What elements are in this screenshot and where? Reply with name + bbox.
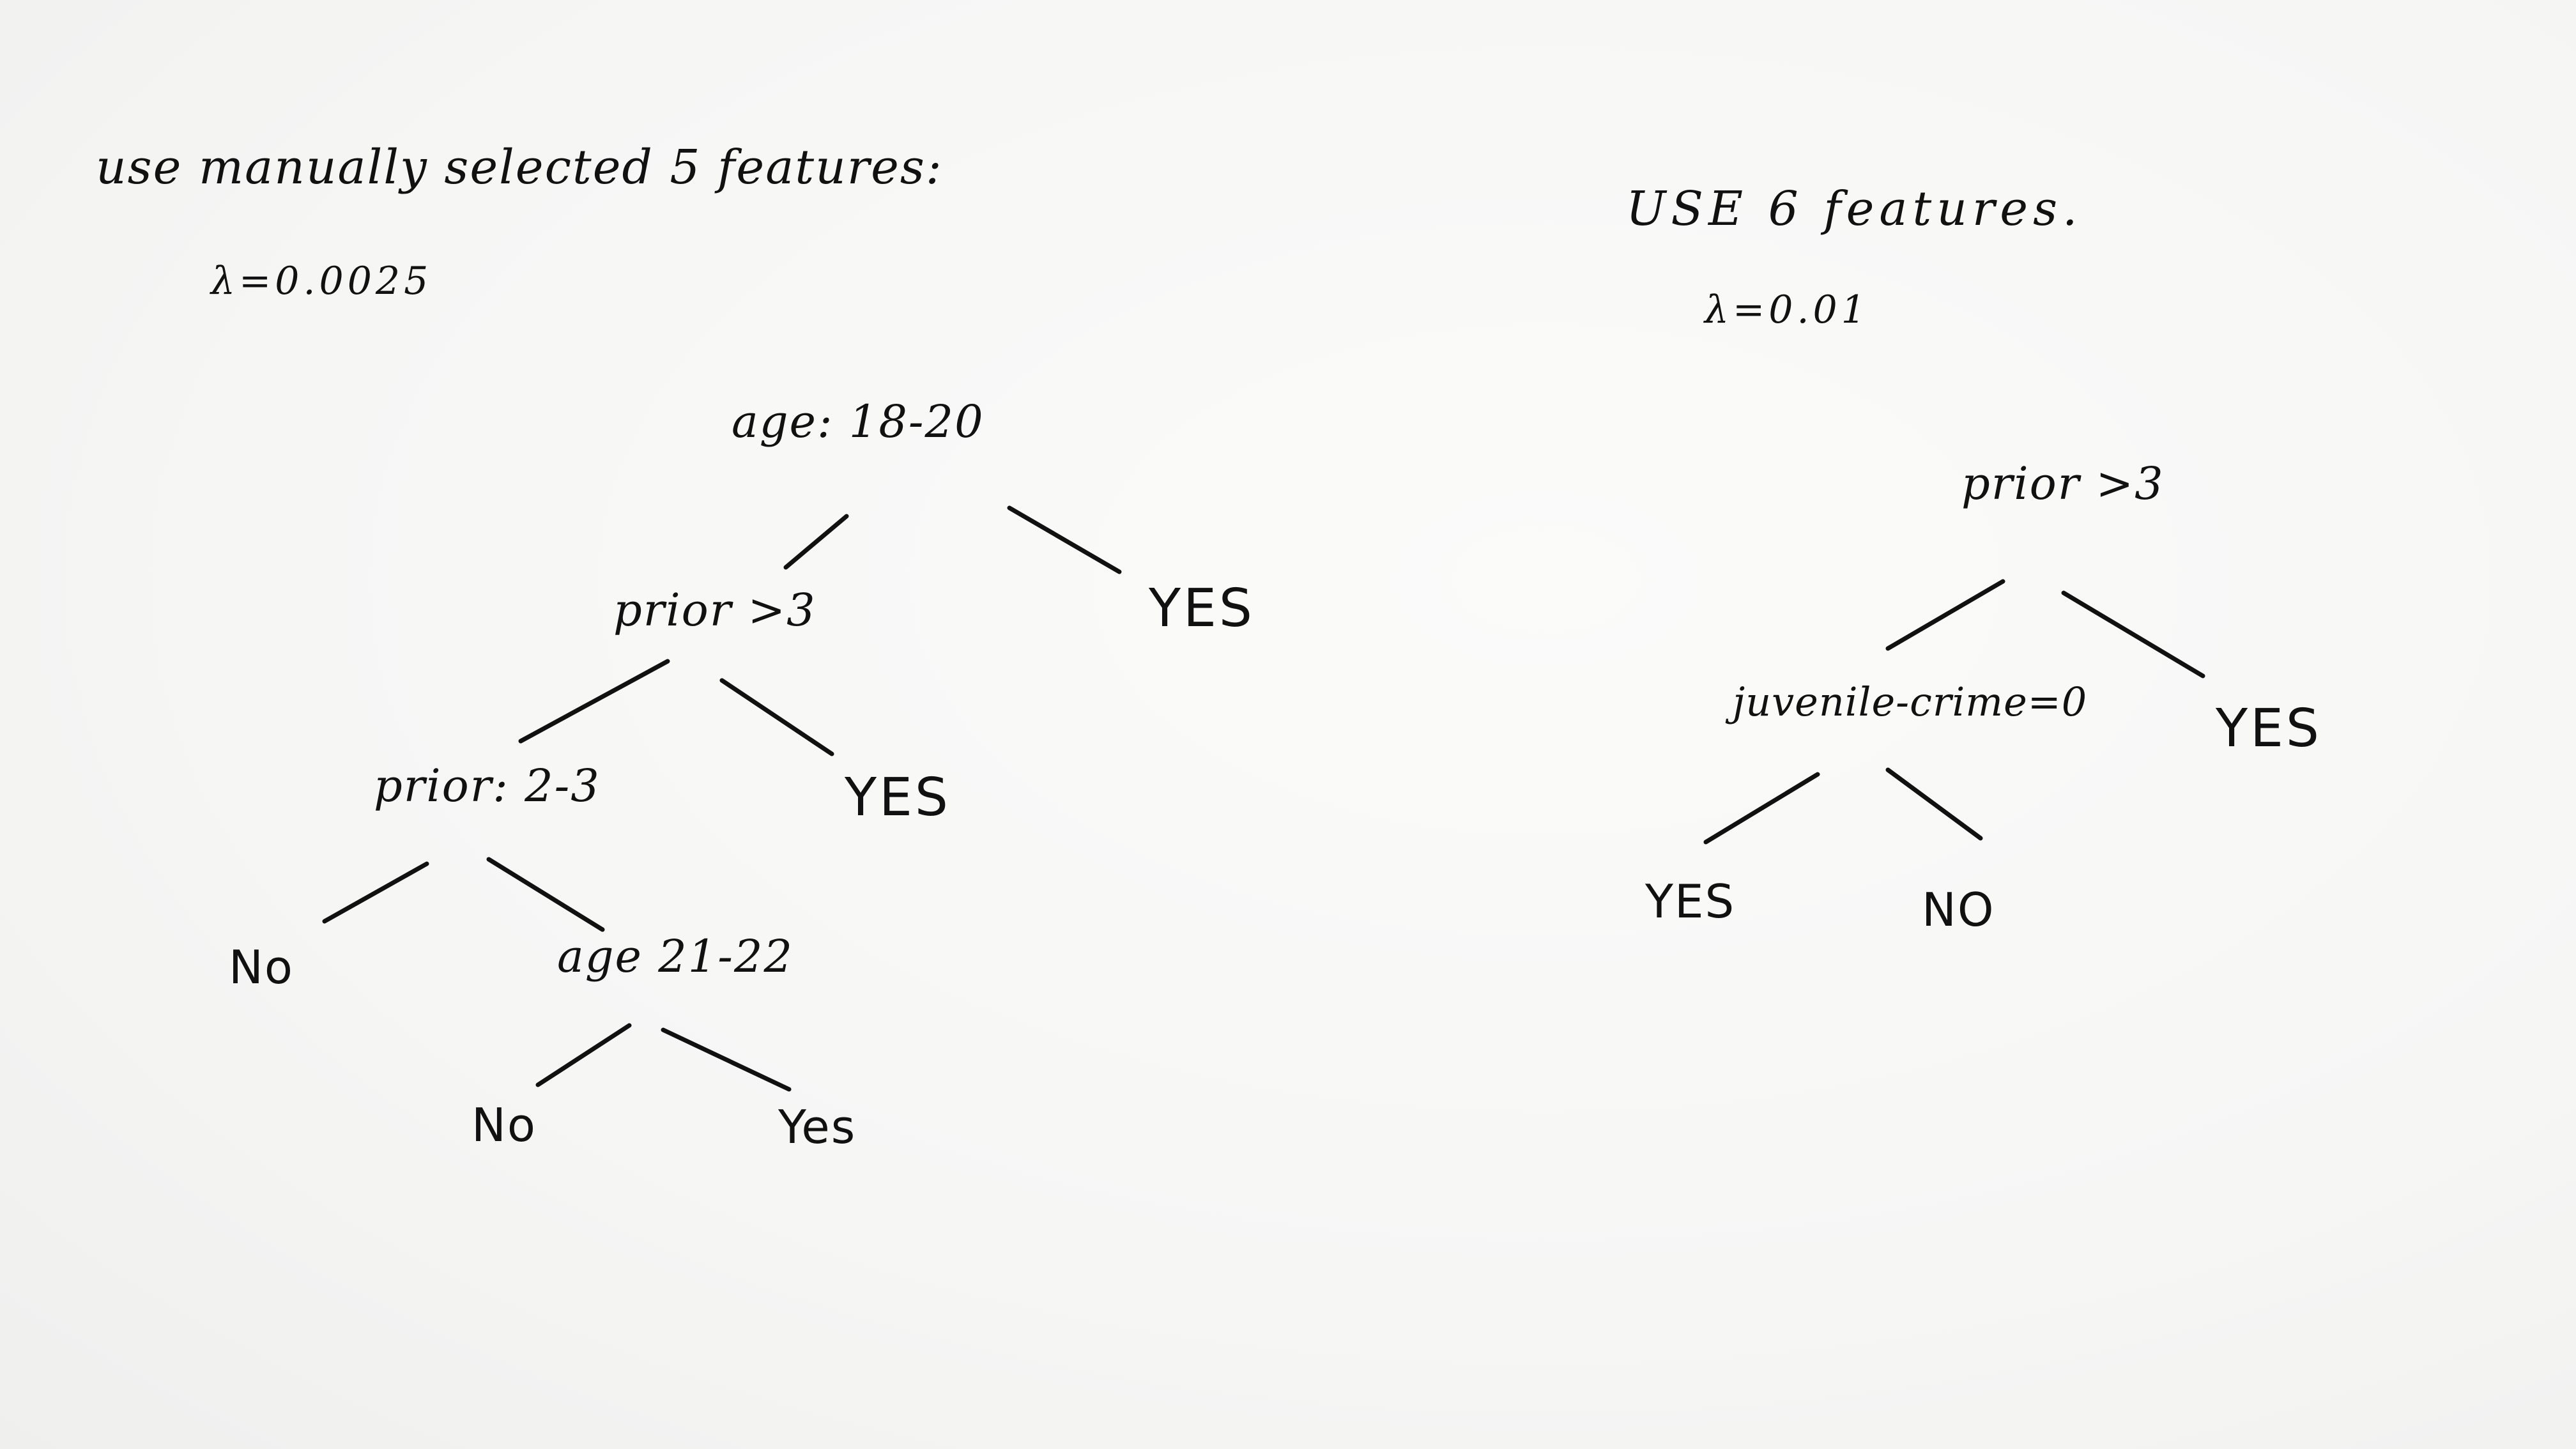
left-node-prior-gt3: prior >3 xyxy=(613,584,816,636)
left-node-prior-2-3: prior: 2-3 xyxy=(374,760,601,812)
left-root-right-leaf: YES xyxy=(1149,578,1255,639)
edge-prior-gt3-to-yes xyxy=(719,678,834,756)
right-header: USE 6 features. xyxy=(1626,181,2083,236)
left-lambda: λ=0.0025 xyxy=(211,259,433,303)
edge-prior-2-3-to-age-21-22 xyxy=(486,857,605,932)
edge-age-21-22-to-no xyxy=(535,1023,632,1087)
edge-age-21-22-to-yes xyxy=(661,1027,792,1092)
right-root-right-leaf: YES xyxy=(2216,698,2322,759)
right-n2-right-leaf: NO xyxy=(1922,883,1995,937)
edge-right-root-to-yes xyxy=(2061,590,2205,678)
edge-root-to-yes xyxy=(1007,505,1122,574)
edge-prior-2-3-to-no xyxy=(322,861,429,924)
right-root-node: prior >3 xyxy=(1961,457,2165,510)
left-n3-left-leaf: No xyxy=(229,940,294,994)
left-n4-right-leaf: Yes xyxy=(778,1100,857,1154)
left-node-age-21-22: age 21-22 xyxy=(557,930,794,983)
edge-prior-gt3-to-prior-2-3 xyxy=(518,659,670,744)
right-node-juvenile-crime: juvenile-crime=0 xyxy=(1733,678,2088,725)
edge-right-root-to-juvenile xyxy=(1885,579,2005,651)
right-n2-left-leaf: YES xyxy=(1645,875,1736,928)
right-lambda: λ=0.01 xyxy=(1705,288,1869,332)
left-root-node: age: 18-20 xyxy=(732,395,985,448)
left-header: use manually selected 5 features: xyxy=(96,140,943,195)
edge-juvenile-to-no xyxy=(1885,767,1983,841)
left-n2-right-leaf: YES xyxy=(845,767,951,828)
left-n4-left-leaf: No xyxy=(471,1098,537,1152)
edge-juvenile-to-yes xyxy=(1703,772,1820,845)
edge-root-to-prior-gt3 xyxy=(783,514,849,570)
